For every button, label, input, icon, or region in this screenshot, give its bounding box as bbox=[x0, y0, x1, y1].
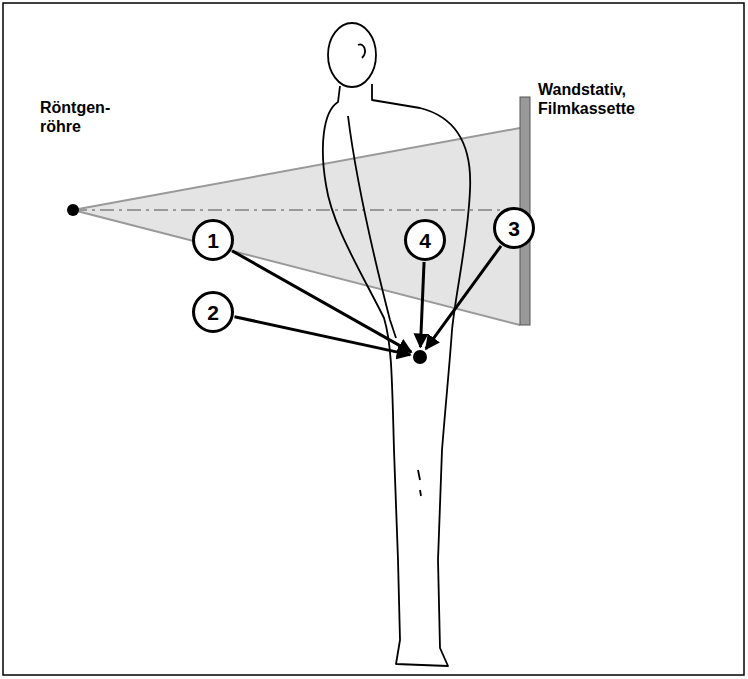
callout-number: 2 bbox=[207, 302, 219, 323]
callout-circle: 2 bbox=[192, 291, 234, 333]
knee-mark bbox=[418, 470, 421, 496]
tube-focus bbox=[67, 204, 79, 216]
callout-number: 3 bbox=[508, 218, 520, 239]
beam-fan bbox=[73, 128, 520, 325]
head bbox=[328, 23, 376, 87]
stand-label: Wandstativ, Filmkassette bbox=[538, 80, 658, 118]
arm bbox=[348, 116, 396, 338]
callout-number: 1 bbox=[207, 230, 219, 251]
leader-arrow bbox=[234, 317, 410, 355]
callout-circle: 1 bbox=[192, 219, 234, 261]
ear bbox=[358, 44, 365, 58]
leader-arrow bbox=[426, 246, 501, 349]
central-ray bbox=[73, 209, 520, 211]
beam-edge bbox=[73, 210, 520, 325]
callout-number: 4 bbox=[419, 230, 431, 251]
callout-circle: 3 bbox=[493, 207, 535, 249]
frame bbox=[3, 3, 744, 675]
tube-label: Röntgen- röhre bbox=[40, 98, 112, 136]
body-outline bbox=[323, 84, 470, 666]
beam-edge bbox=[73, 128, 520, 210]
target-point bbox=[413, 350, 427, 364]
callout-circle: 4 bbox=[404, 219, 446, 261]
leader-arrow bbox=[420, 262, 424, 347]
